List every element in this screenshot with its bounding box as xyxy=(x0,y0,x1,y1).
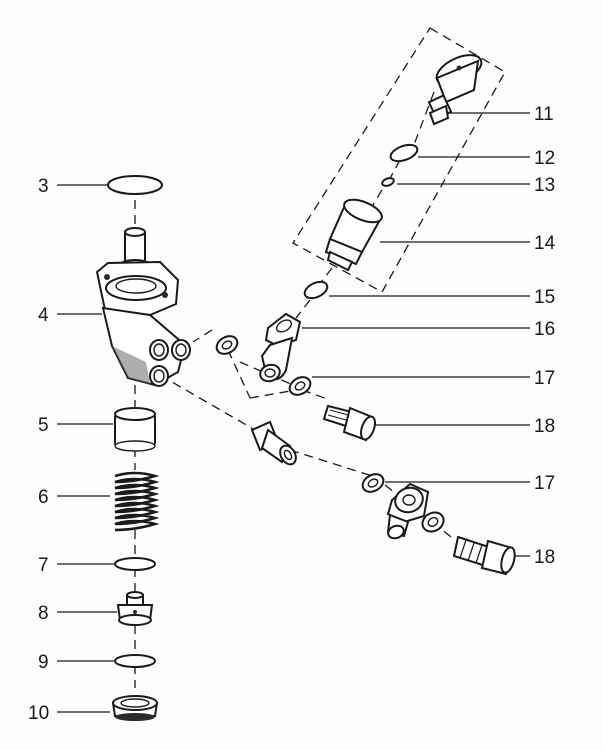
label-4: 4 xyxy=(38,305,49,326)
part-4-pump-body xyxy=(95,227,191,387)
label-13: 13 xyxy=(534,175,555,196)
label-11: 11 xyxy=(534,104,554,125)
part-3-o-ring xyxy=(107,175,163,195)
part-7-o-ring xyxy=(114,557,156,571)
part-5-cup xyxy=(114,407,156,452)
label-15: 15 xyxy=(534,287,555,308)
part-9-o-ring xyxy=(114,654,156,668)
label-3: 3 xyxy=(38,176,49,197)
part-10-cap xyxy=(111,695,159,721)
part-17-washers-upper xyxy=(215,335,312,396)
part-17-washers-lower xyxy=(361,473,445,533)
part-11-valve-head xyxy=(427,54,483,126)
label-17-upper: 17 xyxy=(534,368,555,389)
label-5: 5 xyxy=(38,415,49,436)
part-6-spring xyxy=(114,471,160,532)
banjo-fitting-lower xyxy=(386,482,430,540)
label-17-lower: 17 xyxy=(534,473,555,494)
label-16: 16 xyxy=(534,319,555,340)
part-8-valve xyxy=(116,591,154,626)
label-12: 12 xyxy=(534,148,555,169)
pipe-connector xyxy=(250,420,297,466)
part-12-o-ring xyxy=(389,143,419,163)
leader-lines xyxy=(57,112,530,713)
part-13-small-ring xyxy=(381,177,395,187)
label-14: 14 xyxy=(534,233,556,254)
part-14-sleeve xyxy=(324,198,383,272)
label-10: 10 xyxy=(28,703,49,724)
label-6: 6 xyxy=(38,487,49,508)
callout-labels: 3 4 5 6 7 8 9 10 11 12 13 14 15 16 17 18… xyxy=(28,104,556,724)
label-18-upper: 18 xyxy=(534,416,555,437)
label-9: 9 xyxy=(38,652,49,673)
label-18-lower: 18 xyxy=(534,547,555,568)
part-18-bolt-upper xyxy=(322,404,376,442)
part-15-o-ring xyxy=(303,280,329,300)
assembly-boundary xyxy=(292,27,506,293)
label-7: 7 xyxy=(38,555,49,576)
label-8: 8 xyxy=(38,603,49,624)
part-16-banjo-fitting xyxy=(259,312,302,383)
part-18-bolt-lower xyxy=(452,535,516,576)
